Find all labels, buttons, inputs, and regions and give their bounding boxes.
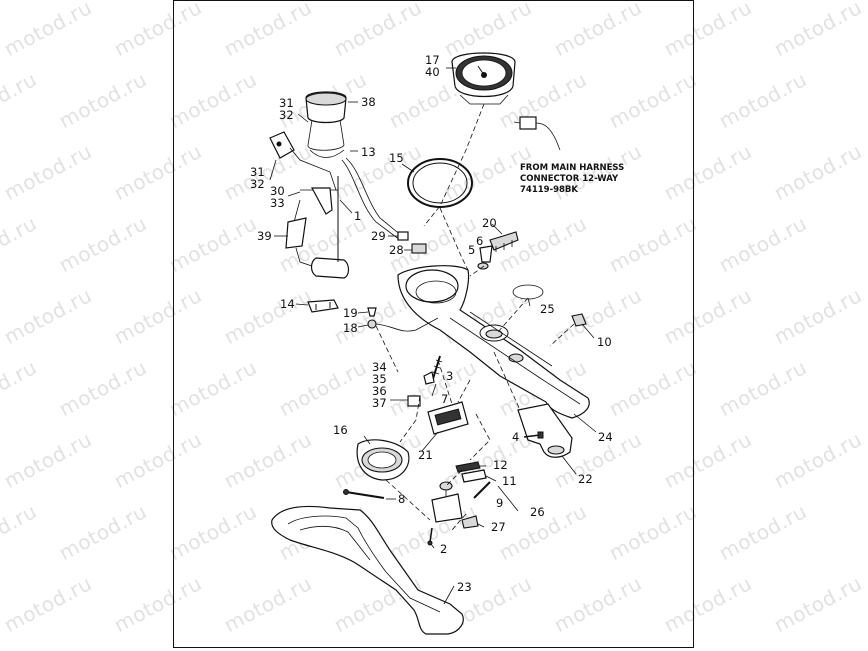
- dashed-leaders: [375, 103, 575, 531]
- callout-32-lower: 32: [250, 177, 265, 191]
- callout-28: 28: [389, 243, 404, 257]
- switch-26: [431, 481, 463, 523]
- wire-connector-28: [411, 243, 427, 254]
- bolt-4: [523, 431, 544, 439]
- bracket-22: [517, 403, 573, 458]
- housing-16: [356, 439, 410, 481]
- console-housing: [397, 265, 590, 419]
- switch-housing-21: [427, 401, 469, 435]
- harness-connector-part: [513, 116, 561, 151]
- bezel-ring-part: [407, 158, 473, 208]
- callout-31-lower: 31: [250, 165, 265, 179]
- callout-39: 39: [257, 229, 272, 243]
- callout-10: 10: [597, 335, 612, 349]
- callout-6: 6: [476, 234, 483, 248]
- note-line-1: FROM MAIN HARNESS: [520, 163, 624, 173]
- clip-9: [473, 481, 491, 499]
- callout-15: 15: [389, 151, 404, 165]
- callout-14: 14: [280, 297, 295, 311]
- callout-leaders: [269, 67, 597, 605]
- grommet-6: [479, 245, 493, 263]
- callout-26: 26: [530, 505, 545, 519]
- callout-35: 35: [372, 372, 387, 386]
- callout-27: 27: [491, 520, 506, 534]
- clip-27: [461, 515, 479, 529]
- callout-17: 17: [425, 53, 440, 67]
- callout-2: 2: [440, 542, 447, 556]
- callout-29: 29: [371, 229, 386, 243]
- pin-8: [343, 489, 385, 499]
- callout-24: 24: [598, 430, 613, 444]
- callout-16: 16: [333, 423, 348, 437]
- callout-22: 22: [578, 472, 593, 486]
- clip-10: [571, 313, 587, 327]
- console-cover-23: [271, 505, 464, 635]
- screw-2: [427, 527, 433, 546]
- callout-12: 12: [493, 458, 508, 472]
- callout-36: 36: [372, 384, 387, 398]
- callout-33: 33: [270, 196, 285, 210]
- callout-37: 37: [372, 396, 387, 410]
- bracket-14: [307, 299, 339, 313]
- callout-31-upper: 31: [279, 96, 294, 110]
- callout-32-upper: 32: [279, 108, 294, 122]
- washer-5: [477, 262, 489, 270]
- callout-25: 25: [540, 302, 555, 316]
- note-line-3: 74119-98BK: [520, 185, 578, 195]
- speedometer-part: [451, 52, 516, 105]
- note-line-2: CONNECTOR 12-WAY: [520, 174, 619, 184]
- callout-34: 34: [372, 360, 387, 374]
- callout-5: 5: [468, 243, 475, 257]
- callout-30: 30: [270, 184, 285, 198]
- callout-18: 18: [343, 321, 358, 335]
- callout-13: 13: [361, 145, 376, 159]
- bracket-20: [489, 231, 519, 252]
- diagram-frame: [173, 0, 694, 648]
- plate-11: [461, 469, 487, 483]
- callout-8: 8: [398, 492, 405, 506]
- wire-connector-29: [397, 231, 409, 241]
- harness-note: FROM MAIN HARNESS CONNECTOR 12-WAY 74119…: [520, 163, 624, 195]
- switch-connector-37: [407, 395, 421, 407]
- fuel-sender-assembly: [269, 91, 403, 279]
- callout-19: 19: [343, 306, 358, 320]
- callout-7: 7: [441, 392, 448, 406]
- callout-labels: 17 40 38 31 32 13 15 31 32 30 33 1 39 29…: [250, 53, 613, 594]
- plate-12: [455, 461, 481, 473]
- callout-4: 4: [512, 430, 519, 444]
- cap-25: [512, 284, 544, 300]
- callout-21: 21: [418, 448, 433, 462]
- socket-18: [367, 317, 439, 332]
- screw-3: [423, 355, 443, 385]
- callout-38: 38: [361, 95, 376, 109]
- callout-23: 23: [457, 580, 472, 594]
- callout-40: 40: [425, 65, 440, 79]
- callout-9: 9: [496, 496, 503, 510]
- callout-1: 1: [354, 209, 361, 223]
- callout-20: 20: [482, 216, 497, 230]
- callout-3: 3: [446, 369, 453, 383]
- bulb-19: [367, 307, 377, 317]
- callout-11: 11: [502, 474, 517, 488]
